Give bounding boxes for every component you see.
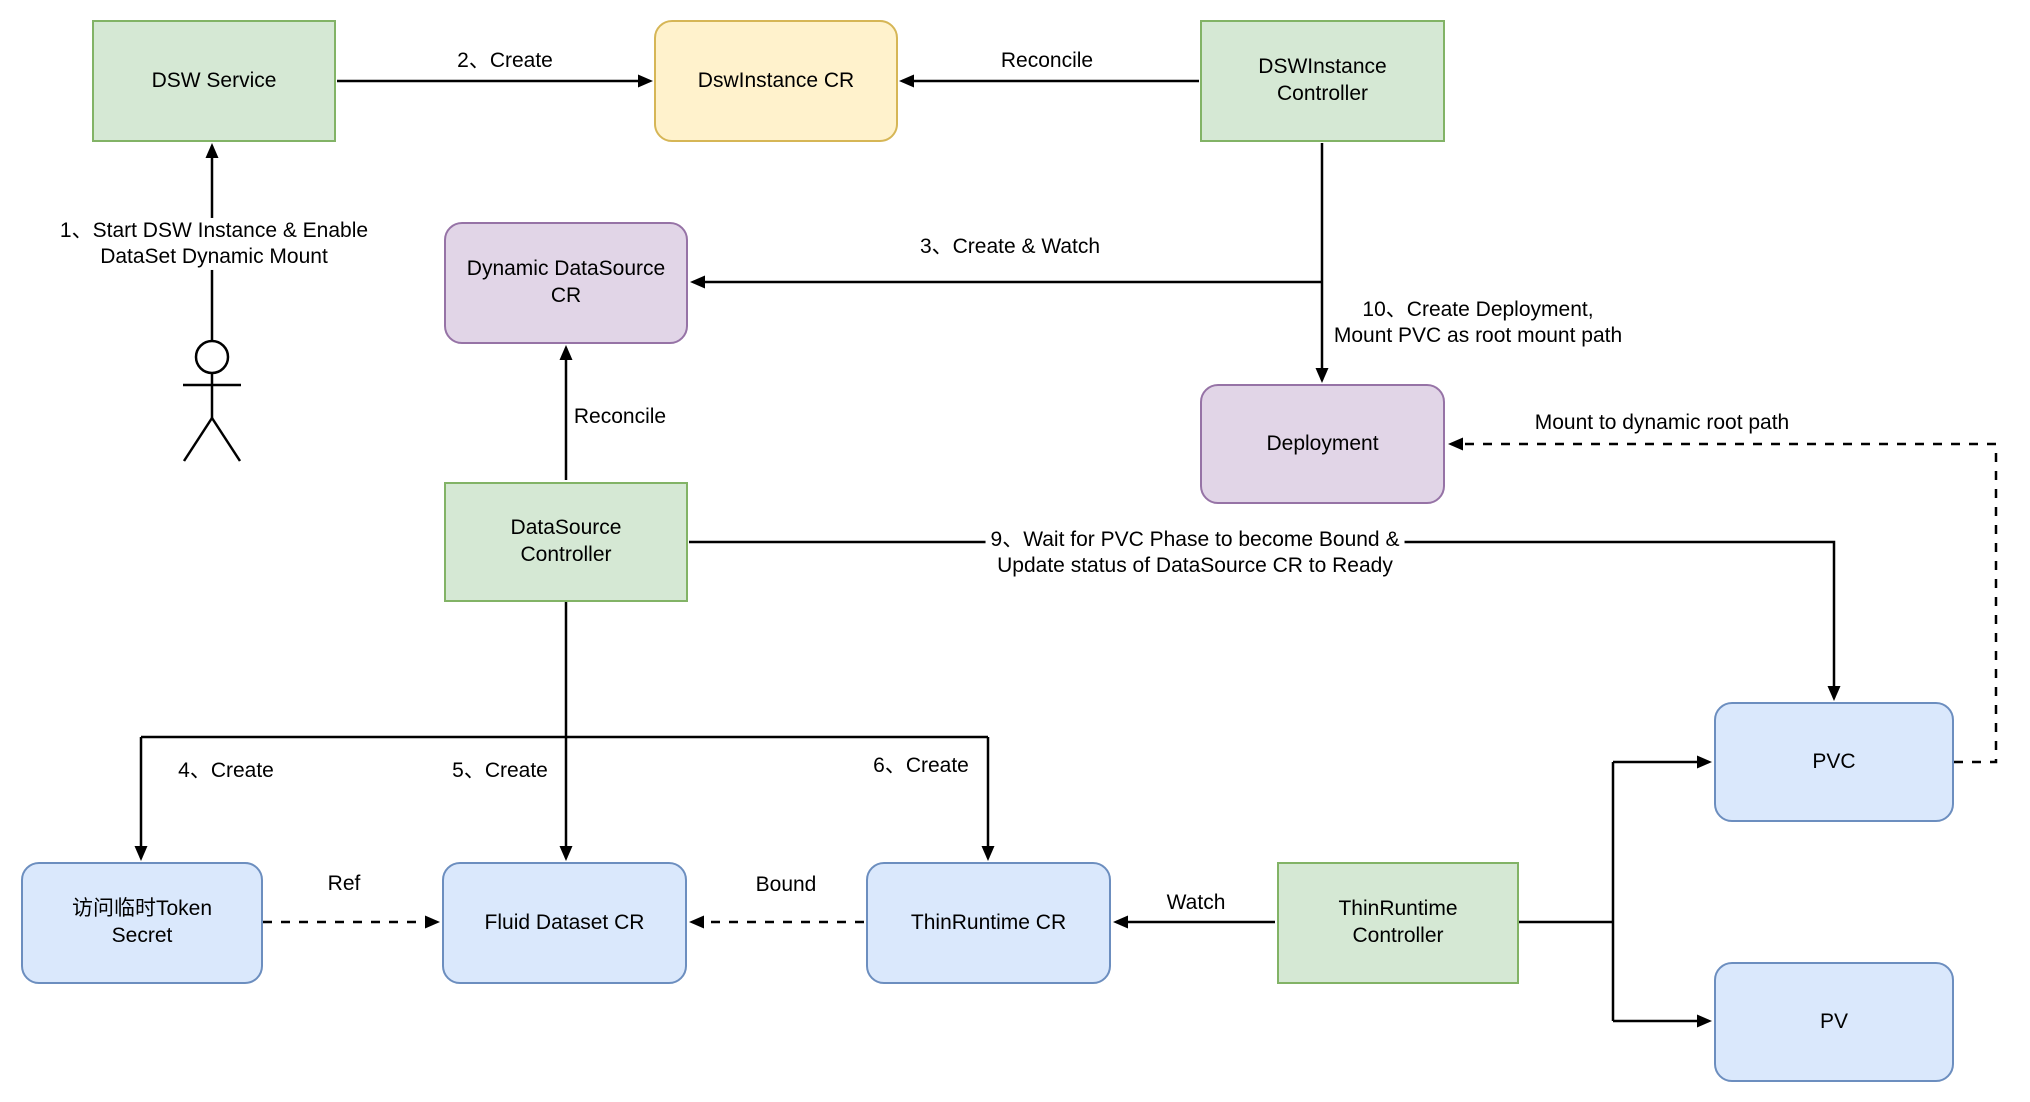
edge-label-bound: Bound (750, 871, 822, 899)
edge-label-step5: 5、Create (447, 757, 553, 785)
node-dswinstance-cr: DswInstance CR (654, 20, 898, 142)
edge-label-watch: Watch (1161, 889, 1231, 917)
arrow-mount-root (1448, 437, 1998, 764)
node-datasource-controller: DataSource Controller (444, 482, 688, 602)
node-pv: PV (1714, 962, 1954, 1082)
node-dsw-service: DSW Service (92, 20, 336, 142)
edge-label-reconcile-top: Reconcile (995, 47, 1099, 75)
edge-label-step1: 1、Start DSW Instance & Enable DataSet Dy… (54, 217, 374, 271)
edge-label-ref: Ref (322, 870, 366, 898)
edge-label-step3: 3、Create & Watch (914, 233, 1106, 261)
edge-label-step4: 4、Create (173, 757, 279, 785)
edge-label-step10: 10、Create Deployment, Mount PVC as root … (1328, 296, 1628, 350)
node-dswinstance-controller: DSWInstance Controller (1200, 20, 1445, 142)
node-pvc: PVC (1714, 702, 1954, 822)
user-actor-icon (182, 339, 242, 462)
node-fluid-dataset-cr: Fluid Dataset CR (442, 862, 687, 984)
node-thinruntime-cr: ThinRuntime CR (866, 862, 1111, 984)
edge-label-step9: 9、Wait for PVC Phase to become Bound & U… (985, 526, 1405, 580)
edge-label-step2: 2、Create (452, 47, 558, 75)
node-thinruntime-controller: ThinRuntime Controller (1277, 862, 1519, 984)
edge-label-step6: 6、Create (868, 752, 974, 780)
node-dynamic-datasource-cr: Dynamic DataSource CR (444, 222, 688, 344)
node-deployment: Deployment (1200, 384, 1445, 504)
node-token-secret: 访问临时Token Secret (21, 862, 263, 984)
edge-label-mount-root: Mount to dynamic root path (1529, 409, 1795, 437)
edge-label-reconcile-mid: Reconcile (568, 403, 672, 431)
